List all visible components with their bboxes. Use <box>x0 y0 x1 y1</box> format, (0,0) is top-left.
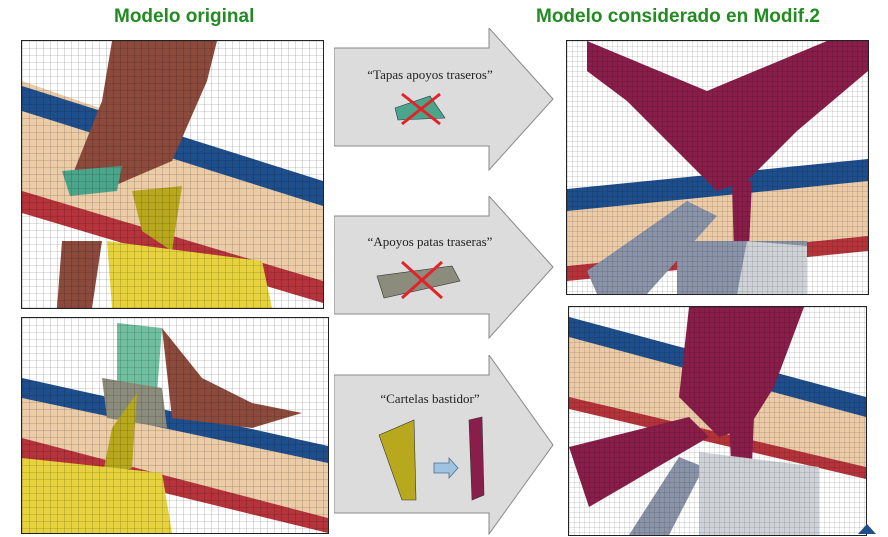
removed-part-cross-icon <box>376 260 461 300</box>
original-model-view-bottom <box>21 317 329 534</box>
modified-model-view-bottom <box>568 306 867 536</box>
step-arrow-tapas <box>334 28 554 171</box>
original-model-heading: Modelo original <box>114 6 255 27</box>
original-model-view-top <box>21 40 324 309</box>
replace-part-arrow-icon <box>378 416 485 501</box>
modified-model-heading: Modelo considerado en Modif.2 <box>536 6 820 27</box>
logo-corner-mark <box>858 524 876 534</box>
caption-tapas-apoyos-traseros: “Tapas apoyos traseros” <box>367 67 493 82</box>
step-arrow-cartelas <box>334 355 554 535</box>
removed-part-cross-icon <box>394 92 446 126</box>
caption-cartelas-bastidor: “Cartelas bastidor” <box>380 391 480 406</box>
caption-apoyos-patas-traseras: “Apoyos patas traseras” <box>367 234 493 249</box>
modified-model-view-top <box>566 40 869 295</box>
